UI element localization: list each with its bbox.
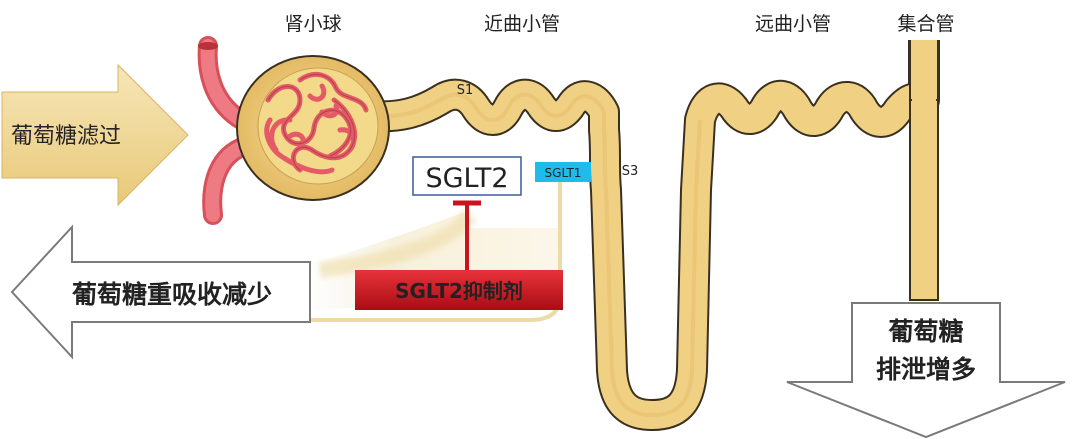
reabsorption-reduced-arrow [10, 224, 311, 360]
sglt1-label: SGLT1 [545, 166, 582, 180]
distal-tubule-label: 远曲小管 [755, 13, 831, 35]
sglt1-box [535, 162, 591, 182]
collecting-duct-label: 集合管 [897, 13, 954, 35]
excretion-increased-arrow [786, 302, 1066, 439]
glomerulus [236, 55, 390, 201]
nephron-tubule [370, 40, 940, 431]
reabsorption-reduced-label: 葡萄糖重吸收减少 [71, 280, 272, 309]
excretion-label-line2: 排泄增多 [876, 355, 976, 384]
s1-label: S1 [457, 83, 474, 98]
sglt2-inhibitor-box [355, 270, 563, 310]
sglt2-box [412, 156, 522, 196]
s3-label: S3 [622, 164, 639, 179]
glomerulus-label: 肾小球 [284, 13, 341, 35]
excretion-label-line1: 葡萄糖 [887, 317, 963, 346]
proximal-tubule-label: 近曲小管 [484, 13, 560, 35]
glucose-filtration-label: 葡萄糖滤过 [11, 124, 121, 149]
sglt2-label: SGLT2 [425, 163, 508, 194]
sglt2-reabsorption-line [319, 209, 477, 278]
sglt2-inhibitor-label: SGLT2抑制剂 [395, 279, 523, 303]
glucose-filtration-arrow [1, 63, 189, 207]
